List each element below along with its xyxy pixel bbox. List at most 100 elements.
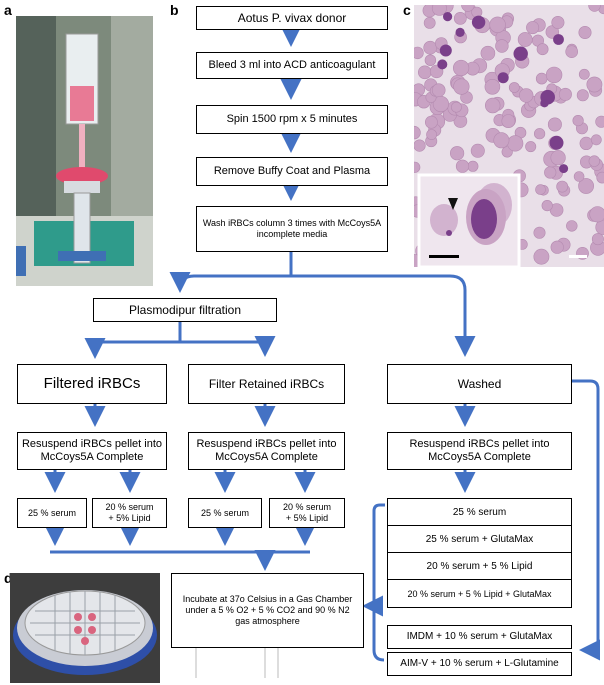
parasite-cell xyxy=(559,164,569,174)
red-blood-cell xyxy=(588,155,601,167)
parasite-cell xyxy=(471,15,486,29)
filter-retained-irbcs-box: Filter Retained iRBCs xyxy=(188,364,345,404)
spin-box: Spin 1500 rpm x 5 minutes xyxy=(196,105,388,134)
red-blood-cell xyxy=(566,220,578,232)
red-blood-cell xyxy=(424,54,437,66)
red-blood-cell xyxy=(426,129,437,141)
remove-buffy-coat-box: Remove Buffy Coat and Plasma xyxy=(196,157,388,186)
panel-label-d: d xyxy=(4,570,13,586)
red-blood-cell xyxy=(545,66,563,84)
red-blood-cell xyxy=(589,206,604,223)
red-blood-cell xyxy=(508,82,520,93)
red-blood-cell xyxy=(533,248,550,265)
parasite-cell xyxy=(439,44,452,57)
parasite-cell xyxy=(437,59,448,70)
filtration-syringe-photo xyxy=(16,16,153,286)
red-blood-cell xyxy=(525,141,537,153)
incubate-box: Incubate at 37o Celsius in a Gas Chamber… xyxy=(171,573,364,648)
bleed-box: Bleed 3 ml into ACD anticoagulant xyxy=(196,52,388,79)
red-blood-cell xyxy=(533,226,546,239)
parasite-cell xyxy=(540,99,549,108)
red-blood-cell xyxy=(453,11,467,25)
red-blood-cell xyxy=(414,46,424,60)
blood-smear-micrograph xyxy=(414,5,604,267)
panel-label-a: a xyxy=(4,2,12,18)
red-blood-cell xyxy=(551,16,565,29)
parasite-cell xyxy=(443,12,453,22)
red-blood-cell xyxy=(470,143,485,158)
red-blood-cell xyxy=(431,83,446,97)
washed-option-4: 20 % serum + 5 % Lipid + GlutaMax xyxy=(407,589,552,599)
red-blood-cell xyxy=(431,5,447,16)
red-blood-cell xyxy=(533,128,546,140)
red-blood-cell xyxy=(547,117,562,132)
panel-label-c: c xyxy=(403,2,411,18)
red-blood-cell xyxy=(484,97,501,114)
red-blood-cell xyxy=(578,68,590,80)
washed-option-3: 20 % serum + 5 % Lipid xyxy=(388,553,571,580)
red-blood-cell xyxy=(414,161,421,173)
red-blood-cell xyxy=(556,180,569,193)
red-blood-cell xyxy=(576,89,589,102)
washed-option-1: 25 % serum xyxy=(388,499,571,526)
red-blood-cell xyxy=(501,114,516,128)
red-blood-cell xyxy=(453,78,470,95)
parasite-cell xyxy=(513,46,528,61)
resuspend-washed-box: Resuspend iRBCs pellet into McCoys5A Com… xyxy=(387,432,572,470)
parasite-cell xyxy=(455,27,465,37)
red-blood-cell xyxy=(414,125,421,140)
red-blood-cell xyxy=(535,184,546,195)
red-blood-cell xyxy=(452,59,470,77)
red-blood-cell xyxy=(424,115,438,129)
red-blood-cell xyxy=(489,16,506,33)
red-blood-cell xyxy=(480,45,496,61)
red-blood-cell xyxy=(526,21,540,35)
red-blood-cell xyxy=(550,240,564,254)
red-blood-cell xyxy=(578,25,592,39)
red-blood-cell xyxy=(484,79,501,95)
panel-label-b: b xyxy=(170,2,179,18)
red-blood-cell xyxy=(414,139,426,152)
washed-options-group: 25 % serum 25 % serum + GlutaMax 20 % se… xyxy=(387,498,572,608)
red-blood-cell xyxy=(578,178,594,194)
parasite-cell xyxy=(553,34,564,45)
red-blood-cell xyxy=(423,16,436,29)
resuspend-filtered-box: Resuspend iRBCs pellet into McCoys5A Com… xyxy=(17,432,167,470)
red-blood-cell xyxy=(595,115,604,128)
culture-plate-photo xyxy=(10,573,160,683)
red-blood-cell xyxy=(565,45,578,59)
imdm-box: IMDM + 10 % serum + GlutaMax xyxy=(387,625,572,649)
plasmodipur-filtration-box: Plasmodipur filtration xyxy=(93,298,277,322)
red-blood-cell xyxy=(572,114,584,127)
red-blood-cell xyxy=(541,200,553,212)
red-blood-cell xyxy=(518,88,534,103)
red-blood-cell xyxy=(590,134,602,146)
red-blood-cell xyxy=(588,5,601,12)
red-blood-cell xyxy=(558,87,572,101)
red-blood-cell xyxy=(455,159,470,173)
retained-serum20-lipid-box: 20 % serum + 5% Lipid xyxy=(269,498,345,528)
retained-serum25-box: 25 % serum xyxy=(188,498,262,528)
wash-column-box: Wash iRBCs column 3 times with McCoys5A … xyxy=(196,206,388,252)
washed-box: Washed xyxy=(387,364,572,404)
filtered-serum20-lipid-box: 20 % serum + 5% Lipid xyxy=(92,498,167,528)
red-blood-cell xyxy=(550,150,566,166)
red-blood-cell xyxy=(536,43,549,56)
donor-box: Aotus P. vivax donor xyxy=(196,6,388,30)
red-blood-cell xyxy=(493,132,510,149)
aimv-box: AIM-V + 10 % serum + L-Glutamine xyxy=(387,652,572,676)
resuspend-retained-box: Resuspend iRBCs pellet into McCoys5A Com… xyxy=(188,432,345,470)
red-blood-cell xyxy=(449,146,465,161)
washed-option-2: 25 % serum + GlutaMax xyxy=(388,526,571,553)
red-blood-cell xyxy=(586,76,603,93)
parasite-cell xyxy=(497,72,509,84)
filtered-serum25-box: 25 % serum xyxy=(17,498,87,528)
red-blood-cell xyxy=(495,39,509,53)
red-blood-cell xyxy=(451,101,462,113)
red-blood-cell xyxy=(596,171,604,184)
parasite-cell xyxy=(549,135,564,150)
filtered-irbcs-box: Filtered iRBCs xyxy=(17,364,167,404)
red-blood-cell xyxy=(461,5,475,12)
red-blood-cell xyxy=(517,32,533,47)
